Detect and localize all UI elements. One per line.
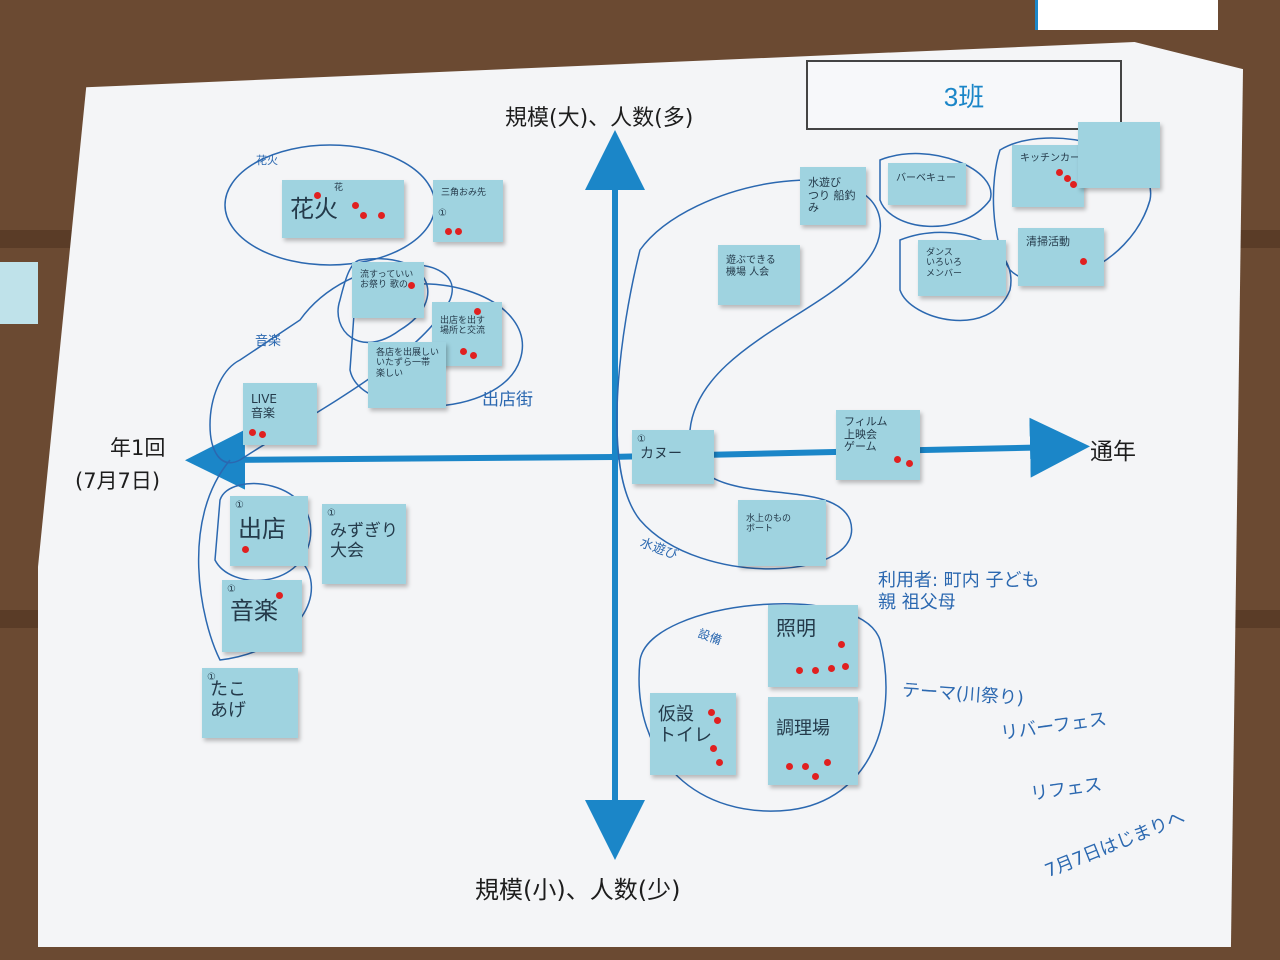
note-mizuasobi-text: 水遊び つり 船釣み — [808, 177, 862, 215]
note-hanabi: 花火 花 — [282, 180, 404, 238]
note-film-text: フィルム 上映会 ゲーム — [844, 416, 916, 454]
vote-dot — [714, 717, 721, 724]
note-tako-text: たこ あげ — [210, 680, 294, 721]
note-tako: ① たこ あげ — [202, 668, 298, 738]
note-blank — [1078, 122, 1160, 188]
vote-dot — [314, 192, 321, 199]
note-clean: 清掃活動 — [1018, 228, 1104, 286]
axis-bottom-label: 規模(小)、人数(少) — [475, 870, 680, 905]
note-mizuasobi: 水遊び つり 船釣み — [800, 167, 866, 225]
note-ongaku-top2-text: 出店を出す 場所と交流 — [440, 316, 498, 337]
note-mid-right: 遊ぶできる 機場 人会 — [718, 245, 800, 305]
note-shutten: ① 出店 — [230, 496, 308, 566]
vote-dot — [894, 456, 901, 463]
note-number: ① — [227, 584, 236, 595]
axis-left-label-2: (7月7日) — [75, 465, 160, 495]
note-bbq: バーベキュー — [888, 163, 966, 205]
vote-dot — [1080, 258, 1087, 265]
note-kitchen: キッチンカー — [1012, 145, 1084, 207]
note-live: LIVE 音楽 — [243, 383, 317, 445]
note-shomei-text: 照明 — [776, 617, 854, 640]
note-shutten-text: 出店 — [238, 516, 304, 544]
note-hanabi2: 三角おみ先 ① — [433, 180, 503, 242]
note-hanabi-small: 花 — [334, 183, 400, 193]
note-ongaku-top1: 流すっていい お祭り 歌の — [352, 262, 424, 318]
horizontal-axis-left — [215, 457, 615, 460]
vote-dot — [360, 212, 367, 219]
note-live-text: LIVE 音楽 — [251, 393, 313, 421]
note-hanabi-text: 花火 — [290, 196, 400, 224]
note-number: ① — [327, 508, 336, 519]
hand-ongaku-label: 音楽 — [255, 330, 281, 349]
note-hanabi2-text: 三角おみ先 — [441, 188, 499, 198]
note-ongaku-top3: 各店を出展しい いたずら一帯 楽しい — [368, 342, 446, 408]
vote-dot — [708, 709, 715, 716]
note-bbq-text: バーベキュー — [896, 173, 962, 185]
vote-dot — [455, 228, 462, 235]
vote-dot — [842, 663, 849, 670]
note-ongaku-text: 音楽 — [230, 598, 298, 626]
vote-dot — [812, 667, 819, 674]
note-number: ① — [235, 500, 244, 511]
note-mid-right-text: 遊ぶできる 機場 人会 — [726, 255, 796, 278]
note-shomei: 照明 — [768, 605, 858, 687]
vote-dot — [445, 228, 452, 235]
note-number: ① — [438, 208, 447, 219]
note-kanu: ① カヌー — [632, 430, 714, 484]
vote-dot — [906, 460, 913, 467]
note-kanu-text: カヌー — [640, 446, 710, 462]
vote-dot — [824, 759, 831, 766]
vote-dot — [408, 282, 415, 289]
hand-hanabi-label: 花火 — [256, 152, 278, 168]
note-dance: ダンス いろいろ メンバー — [918, 240, 1006, 296]
note-mizugiri-text: みずぎり 大会 — [330, 522, 402, 561]
vote-dot — [710, 745, 717, 752]
vote-dot — [259, 431, 266, 438]
note-clean-text: 清掃活動 — [1026, 236, 1100, 249]
vote-dot — [276, 592, 283, 599]
note-number: ① — [637, 434, 646, 445]
note-ongaku-top3-text: 各店を出展しい いたずら一帯 楽しい — [376, 348, 442, 379]
vote-dot — [786, 763, 793, 770]
vote-dot — [378, 212, 385, 219]
axis-left-label-1: 年1回 — [110, 432, 165, 462]
note-ongaku: ① 音楽 — [222, 580, 302, 652]
hand-target: 利用者: 町内 子ども 親 祖父母 — [878, 570, 1040, 613]
note-chori-text: 調理場 — [776, 719, 854, 740]
vote-dot — [802, 763, 809, 770]
note-kasetsu-text: 仮設 トイレ — [658, 705, 732, 746]
vote-dot — [796, 667, 803, 674]
note-film: フィルム 上映会 ゲーム — [836, 410, 920, 480]
vote-dot — [716, 759, 723, 766]
vote-dot — [838, 641, 845, 648]
vote-dot — [470, 352, 477, 359]
axis-top-label: 規模(大)、人数(多) — [505, 100, 693, 132]
vote-dot — [242, 546, 249, 553]
vote-dot — [474, 308, 481, 315]
vote-dot — [460, 348, 467, 355]
vote-dot — [828, 665, 835, 672]
note-lower-center: 水上のもの ボート — [738, 500, 826, 566]
note-dance-text: ダンス いろいろ メンバー — [926, 248, 1002, 279]
team-title: 3班 — [806, 60, 1122, 130]
vote-dot — [1056, 169, 1063, 176]
note-mizugiri: ① みずぎり 大会 — [322, 504, 406, 584]
axis-right-label: 通年 — [1090, 432, 1136, 466]
note-lower-center-text: 水上のもの ボート — [746, 514, 822, 535]
vote-dot — [812, 773, 819, 780]
note-chori: 調理場 — [768, 697, 858, 785]
note-kasetsu: 仮設 トイレ — [650, 693, 736, 775]
vote-dot — [1070, 181, 1077, 188]
vote-dot — [352, 202, 359, 209]
note-kitchen-text: キッチンカー — [1020, 153, 1080, 165]
vote-dot — [1064, 175, 1071, 182]
hand-shuttengai: 出店街 — [482, 385, 533, 410]
vote-dot — [249, 429, 256, 436]
